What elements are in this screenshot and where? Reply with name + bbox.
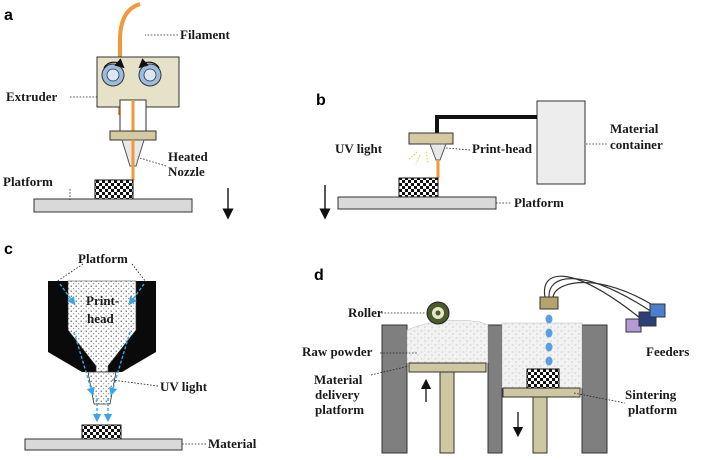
panel-d-letter: d	[314, 267, 324, 284]
label-container: container	[610, 137, 663, 152]
label-platform-b: Platform	[514, 195, 564, 210]
printed-object	[94, 179, 134, 200]
platform-a	[33, 198, 193, 213]
label-head: head	[87, 311, 115, 326]
printed-object-d	[526, 368, 560, 389]
label-raw-powder: Raw powder	[302, 344, 373, 359]
roller-right-icon	[138, 58, 162, 87]
print-head-c-right-wall	[108, 281, 156, 372]
wall-middle	[487, 324, 503, 454]
printed-object-c	[81, 424, 122, 440]
label-filament: Filament	[180, 27, 230, 42]
feeder-head	[539, 296, 559, 310]
delivery-support	[439, 371, 455, 454]
raw-powder	[406, 319, 489, 364]
panel-c: c Platform Print- head UV light Material	[4, 241, 257, 451]
print-head-c-left-wall	[48, 281, 96, 372]
label-platform-c: Platform	[78, 251, 128, 266]
panel-a: a Filament	[3, 2, 234, 220]
label-roller: Roller	[348, 305, 383, 320]
label-feeders: Feeders	[646, 344, 689, 359]
label-delivery: delivery	[315, 387, 360, 402]
label-heated: Heated	[168, 149, 208, 164]
label-uv-light-c: UV light	[160, 379, 208, 394]
uv-light-icon	[407, 151, 429, 165]
print-head-spout	[87, 371, 117, 405]
print-head-nozzle	[429, 143, 447, 161]
sintering-support	[532, 396, 548, 454]
sintering-platform	[502, 387, 581, 398]
label-delivery-platform: platform	[315, 402, 364, 417]
droplets	[545, 314, 553, 366]
panel-d: d	[302, 267, 689, 454]
label-platform-a: Platform	[3, 174, 53, 189]
platform-c	[24, 438, 183, 451]
wall-right	[581, 324, 608, 454]
panel-b-letter: b	[316, 92, 326, 109]
panel-a-letter: a	[4, 7, 13, 24]
feed-pipe	[435, 115, 537, 135]
roller-icon	[426, 301, 450, 325]
printed-object-b	[398, 177, 439, 198]
material-delivery-platform	[408, 362, 487, 373]
label-material: Material	[610, 121, 659, 136]
label-material-c: Material	[208, 436, 257, 451]
platform-b	[337, 196, 497, 210]
uv-beams	[59, 283, 145, 423]
panel-b: b UV light Print-head Material container…	[316, 92, 663, 220]
roller-left-icon	[101, 58, 125, 87]
print-head-b	[408, 132, 454, 145]
material-container	[536, 100, 586, 185]
label-nozzle: Nozzle	[168, 164, 205, 179]
feeder-tubes	[543, 275, 657, 319]
label-print-head: Print-head	[472, 141, 533, 156]
label-sintering-platform: platform	[628, 402, 677, 417]
label-extruder: Extruder	[6, 89, 58, 104]
label-sintering: Sintering	[625, 387, 677, 402]
label-print: Print-	[86, 293, 119, 308]
label-uv-light-b: UV light	[335, 141, 383, 156]
filament	[118, 2, 141, 115]
wall-left	[381, 324, 408, 454]
label-material-d: Material	[314, 372, 363, 387]
heater-block	[109, 130, 157, 141]
feeder-blue	[649, 303, 666, 318]
panel-c-letter: c	[4, 241, 13, 258]
